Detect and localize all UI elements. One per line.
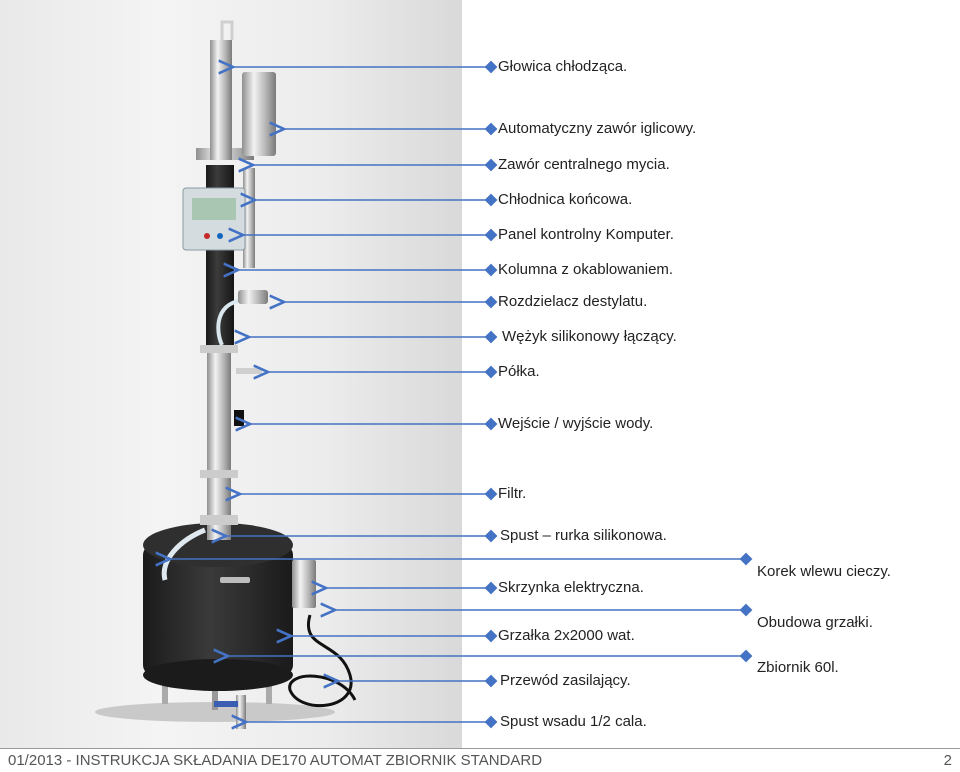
needle-valve (242, 72, 276, 156)
label-drain-valve: Spust wsadu 1/2 cala. (500, 713, 647, 730)
tank-handle (220, 577, 250, 583)
power-cable (288, 614, 357, 708)
tank-bottom (143, 659, 293, 691)
page-number: 2 (943, 752, 952, 769)
column-flange (200, 470, 238, 478)
panel-display (192, 198, 236, 220)
label-column: Kolumna z okablowaniem. (498, 261, 674, 278)
column-flange (200, 515, 238, 525)
label-filter: Filtr. (498, 485, 527, 502)
label-water: Wejście / wyjście wody. (498, 415, 654, 432)
panel-button (204, 233, 210, 239)
column-lower (207, 340, 231, 540)
footer-title: 01/2013 - INSTRUKCJA SKŁADANIA DE170 AUT… (8, 752, 543, 769)
distiller-illustration (95, 20, 357, 729)
label-drain-tube: Spust – rurka silikonowa. (500, 527, 667, 544)
shelf (236, 368, 262, 374)
label-shelf: Półka. (498, 363, 540, 380)
label-heater-housing: Obudowa grzałki. (757, 614, 873, 631)
column-flange (200, 345, 238, 353)
label-final-cooler: Chłodnica końcowa. (498, 191, 633, 208)
label-control-panel: Panel kontrolny Komputer. (498, 226, 674, 243)
electric-box (292, 560, 316, 608)
tank-body (143, 545, 293, 675)
label-filler-cap: Korek wlewu cieczy. (757, 563, 891, 580)
drain-valve-handle (214, 701, 238, 707)
panel-button (217, 233, 223, 239)
head-pipes (220, 20, 234, 40)
page-footer: 01/2013 - INSTRUKCJA SKŁADANIA DE170 AUT… (0, 748, 960, 772)
label-needle-valve: Automatyczny zawór iglicowy. (498, 120, 697, 137)
drain-tube (161, 527, 206, 581)
label-power-cable: Przewód zasilający. (500, 672, 631, 689)
label-cooling-head: Głowica chłodząca. (498, 58, 628, 75)
label-heater: Grzałka 2x2000 wat. (498, 627, 635, 644)
label-electric-box: Skrzynka elektryczna. (498, 579, 644, 596)
label-silicone-tube: Wężyk silikonowy łączący. (502, 328, 677, 345)
label-wash-valve: Zawór centralnego mycia. (498, 156, 670, 173)
label-tank: Zbiornik 60l. (757, 659, 839, 676)
drain-valve (236, 695, 246, 729)
label-splitter: Rozdzielacz destylatu. (498, 293, 648, 310)
distillate-splitter (238, 290, 268, 304)
